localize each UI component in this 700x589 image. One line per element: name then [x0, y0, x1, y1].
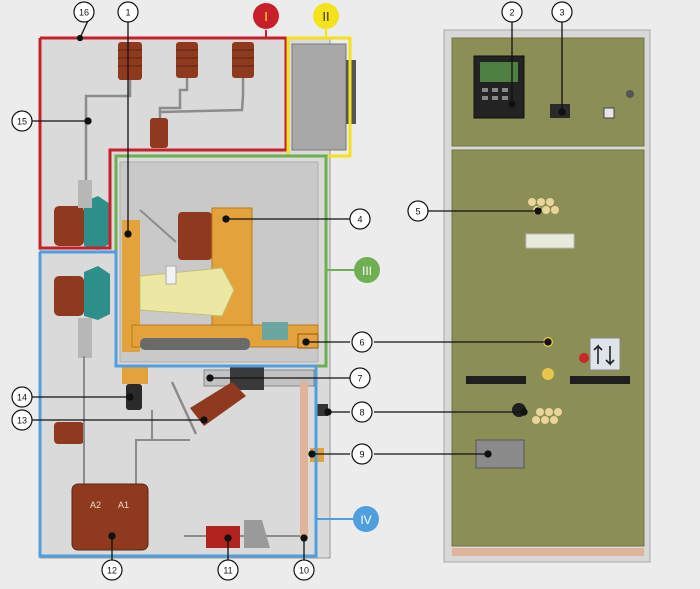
callouts: [11, 1, 573, 581]
contact-arm: [78, 180, 92, 208]
callout-2-marker: [501, 1, 523, 23]
callout-16: 16: [79, 8, 89, 18]
callout-6-marker: [351, 331, 373, 353]
callout-5: 5: [415, 207, 420, 217]
callout-11: 11: [223, 566, 232, 576]
callout-3-marker: [551, 1, 573, 23]
callout-15: 15: [17, 117, 27, 127]
ct-body: [71, 483, 149, 551]
callout-8: 8: [359, 408, 364, 418]
zone-III-label: III: [362, 264, 372, 278]
nameplate-holder: [525, 233, 575, 249]
contact-arm: [78, 318, 92, 358]
callout-4-marker: [349, 208, 371, 230]
callout-9-marker: [351, 443, 373, 465]
callout-13: 13: [17, 416, 27, 426]
callout-15-marker: [11, 110, 33, 132]
switchgear-front-view: [443, 29, 651, 563]
incoming-contacts: [54, 180, 110, 358]
zone-II-label: II: [322, 9, 329, 24]
callout-2: 2: [509, 8, 514, 18]
earth-busbar: [300, 382, 308, 538]
busbar-wiring: [84, 78, 245, 180]
callout-4: 4: [357, 215, 362, 225]
handle-slot-left: [466, 376, 526, 384]
callout-8-marker: [351, 401, 373, 423]
indicator-lamp: [626, 90, 634, 98]
busbar-insulators: [118, 42, 254, 148]
interrupter-terminal: [165, 265, 177, 285]
callout-10-marker: [293, 559, 315, 581]
truck-chain: [140, 338, 250, 350]
zone-labels: I II III IV: [253, 3, 380, 532]
callout-14: 14: [17, 393, 27, 403]
door-sill: [452, 548, 644, 556]
callout-12: 12: [107, 566, 117, 576]
contact-cone: [84, 266, 110, 320]
zone-I-marker: [253, 3, 279, 29]
spring-indicator: [542, 368, 554, 380]
zone-IV-outline: [38, 250, 318, 558]
viewing-window-lower: [532, 408, 562, 424]
breaker-side-plate: [122, 220, 140, 352]
cable-clamp: [244, 520, 270, 548]
callout-9: 9: [359, 450, 364, 460]
truck-mechanism: [262, 322, 288, 340]
callout-16-marker: [73, 1, 95, 23]
ct-terminal-a2: A2: [90, 500, 101, 510]
callout-14-marker: [11, 386, 33, 408]
contact-cone: [84, 196, 110, 250]
callout-13-marker: [11, 409, 33, 431]
zone-IV-marker: [353, 506, 379, 532]
insulator: [150, 118, 168, 148]
callout-numbers: 16 1 2 3 4 5 6 7 8 9 10 11 12 13 14 15: [17, 8, 565, 576]
relay-display: [480, 62, 518, 82]
zone-I-label: I: [264, 9, 268, 24]
leader-lines: [30, 11, 566, 560]
earthing-insulator: [190, 382, 246, 426]
callout-5-marker: [407, 200, 429, 222]
support-bracket: [122, 366, 148, 384]
insulator: [54, 206, 84, 246]
callout-7: 7: [357, 374, 362, 384]
zone-III-marker: [354, 257, 380, 283]
ct-terminal-a1: A1: [118, 500, 129, 510]
lock-switch: [603, 107, 615, 119]
switchgear-side-view: A2 A1: [38, 36, 356, 559]
callout-11-marker: [217, 559, 239, 581]
insulator: [176, 42, 198, 78]
insulator: [54, 276, 84, 316]
callout-10: 10: [299, 566, 309, 576]
circuit-breaker: [119, 161, 319, 363]
lv-compartment-box: [291, 43, 347, 151]
zone-II-marker: [313, 3, 339, 29]
callout-1: 1: [125, 8, 130, 18]
callout-7-marker: [349, 367, 371, 389]
callout-1-marker: [117, 1, 139, 23]
zero-sequence-ct: [206, 526, 240, 548]
callout-12-marker: [101, 559, 123, 581]
sensor-insulator: [126, 384, 142, 410]
handle-slot-right: [570, 376, 630, 384]
zone-IV-label: IV: [360, 513, 371, 527]
insulator: [232, 42, 254, 78]
callout-6: 6: [359, 338, 364, 348]
open-button: [579, 353, 589, 363]
insulator: [54, 422, 84, 444]
breaker-insulator: [178, 212, 212, 260]
current-transformer: A2 A1: [71, 483, 149, 551]
zone-I-outline: [38, 36, 288, 250]
insulator: [118, 42, 142, 80]
vacuum-interrupter: [139, 267, 235, 317]
mimic-indicator: [589, 337, 621, 371]
callout-3: 3: [559, 8, 564, 18]
